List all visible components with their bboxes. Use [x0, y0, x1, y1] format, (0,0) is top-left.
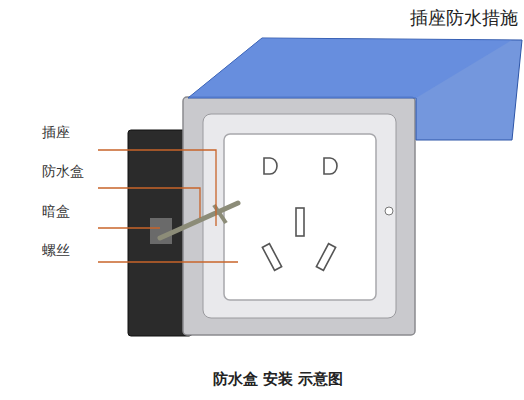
diagram-caption: 防水盒 安装 示意图: [213, 370, 343, 389]
lid-top-face: [188, 38, 512, 98]
leader-line: [98, 261, 238, 262]
socket-slot: [324, 158, 337, 174]
socket-slot: [296, 208, 304, 236]
leader-line: [98, 188, 200, 218]
socket-slot: [264, 158, 277, 174]
part-label: 插座: [40, 124, 72, 142]
part-label: 防水盒: [40, 163, 86, 181]
diagram-title: 插座防水措施: [410, 6, 518, 30]
leader-line: [98, 227, 160, 228]
socket-slot: [316, 244, 335, 271]
frame-hole: [385, 207, 393, 215]
waterproof-box-inner: [203, 114, 396, 318]
part-label: 暗盒: [40, 203, 72, 221]
socket-slot: [262, 244, 281, 271]
waterproof-lid: [188, 38, 522, 140]
screw: [160, 203, 238, 238]
waterproof-box: [183, 97, 415, 335]
socket-face: [224, 134, 376, 300]
part-label: 螺丝: [40, 242, 72, 260]
leader-line: [98, 150, 216, 226]
